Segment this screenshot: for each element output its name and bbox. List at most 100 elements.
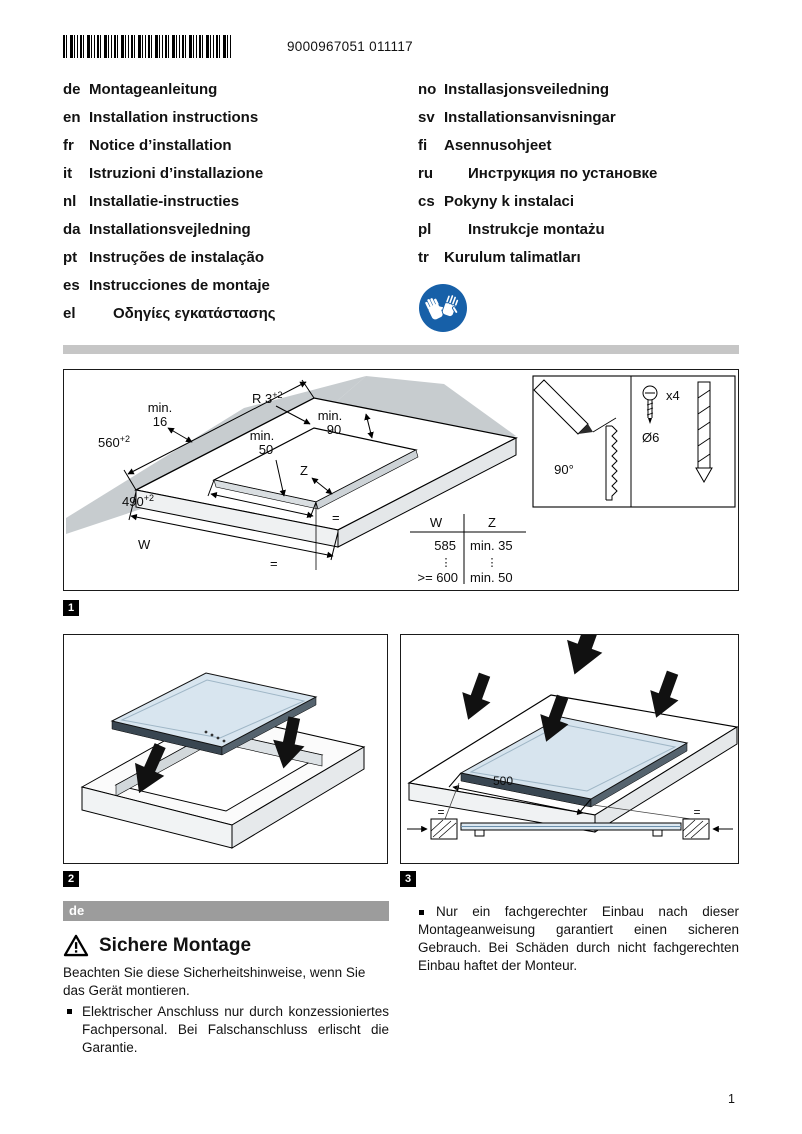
cutout-dimension-drawing: min. 16 R 3+2 min. 90 560+2 min. 50 Z 49… bbox=[66, 375, 736, 585]
language-label: Instrukcje montażu bbox=[468, 220, 605, 238]
language-label: Kurulum talimatları bbox=[444, 248, 581, 266]
equal-mark: = bbox=[332, 510, 340, 525]
language-row: pt Instruções de instalação bbox=[63, 243, 276, 271]
table-ellipsis: ⋮ bbox=[441, 557, 452, 569]
language-label: Installationsanvisningar bbox=[444, 108, 616, 126]
wz-table: W Z 585 min. 35 ⋮ ⋮ >= 600 min. 50 bbox=[410, 514, 526, 585]
table-header-z: Z bbox=[488, 515, 496, 530]
pencil-icon bbox=[533, 379, 617, 435]
dimension-lines bbox=[123, 379, 374, 561]
table-cell: min. 50 bbox=[470, 570, 513, 585]
language-code: ru bbox=[418, 164, 433, 182]
table-cell: min. 35 bbox=[470, 538, 513, 553]
dim-label-min50: min. bbox=[250, 428, 275, 443]
dim-label-500: 500 bbox=[493, 774, 513, 788]
table-header-w: W bbox=[430, 515, 443, 530]
warning-triangle-icon bbox=[63, 934, 89, 957]
dim-label-min16: 16 bbox=[153, 414, 167, 429]
section-heading: Sichere Montage bbox=[99, 934, 252, 956]
section-heading-row: Sichere Montage bbox=[63, 934, 389, 957]
bullet-square-icon bbox=[67, 1008, 72, 1014]
bullet-text: Nur ein fachgerechter Einbau nach dieser… bbox=[418, 904, 739, 973]
adjacent-cabinet-hatch bbox=[682, 818, 710, 840]
instructions-left-column: Sichere Montage Beachten Sie diese Siche… bbox=[63, 934, 389, 1057]
language-label: Installasjonsveiledning bbox=[444, 80, 610, 98]
language-label: Istruzioni d’installazione bbox=[89, 164, 264, 182]
down-arrow-icon bbox=[567, 635, 603, 675]
bullet-text: Elektrischer Anschluss nur durch konzess… bbox=[82, 1003, 389, 1055]
language-code: it bbox=[63, 164, 73, 182]
bullet-item: Elektrischer Anschluss nur durch konzess… bbox=[63, 1003, 389, 1057]
document-number: 9000967051 011117 bbox=[287, 39, 413, 54]
figure-badge-1: 1 bbox=[63, 600, 79, 616]
language-code: no bbox=[418, 80, 437, 98]
hob-insertion-drawing bbox=[80, 672, 366, 849]
down-arrow-icon bbox=[650, 670, 679, 718]
down-arrow-icon bbox=[135, 743, 166, 794]
figure-badge-3: 3 bbox=[400, 871, 416, 887]
language-code: fr bbox=[63, 136, 74, 154]
bullet-item: Nur ein fachgerechter Einbau nach dieser… bbox=[418, 903, 739, 975]
language-label: Instruções de instalação bbox=[89, 248, 265, 266]
language-list-right: no Installasjonsveiledning sv Installation… bbox=[418, 75, 657, 271]
table-cell: >= 600 bbox=[418, 570, 459, 585]
page-number: 1 bbox=[728, 1092, 735, 1106]
language-label: Οδηγίες εγκατάστασης bbox=[113, 304, 276, 322]
language-code: tr bbox=[418, 248, 429, 266]
language-code: cs bbox=[418, 192, 435, 210]
wall-shading bbox=[336, 376, 516, 442]
dim-label-w: W bbox=[138, 537, 151, 552]
language-list-left: de Montageanleitung en Installation instru… bbox=[63, 75, 276, 327]
language-label: Montageanleitung bbox=[89, 80, 218, 98]
language-label: Installatie-instructies bbox=[89, 192, 240, 210]
dim-label-min16: min. bbox=[148, 400, 173, 415]
language-row: el Οδηγίες εγκατάστασης bbox=[63, 299, 276, 327]
language-row: da Installationsvejledning bbox=[63, 215, 276, 243]
down-arrow-icon bbox=[273, 716, 305, 769]
language-label: Installationsvejledning bbox=[89, 220, 251, 238]
down-arrow-icon bbox=[540, 694, 569, 742]
intro-paragraph: Beachten Sie diese Sicherheitshinweise, … bbox=[63, 965, 366, 998]
language-row: tr Kurulum talimatları bbox=[418, 243, 657, 271]
language-label: Instrucciones de montaje bbox=[89, 276, 270, 294]
language-code: sv bbox=[418, 108, 435, 126]
language-row: en Installation instructions bbox=[63, 103, 276, 131]
barcode bbox=[63, 35, 233, 58]
figure-1-cutout-dimensions: min. 16 R 3+2 min. 90 560+2 min. 50 Z 49… bbox=[63, 369, 739, 591]
language-code: de bbox=[63, 80, 81, 98]
language-label: Installation instructions bbox=[89, 108, 259, 126]
language-code: el bbox=[63, 304, 76, 322]
language-code: pt bbox=[63, 248, 78, 266]
language-row: es Instrucciones de montaje bbox=[63, 271, 276, 299]
language-label: Инструкция по установке bbox=[468, 164, 658, 182]
figure-3-press-hob: 500 bbox=[400, 634, 739, 864]
hob-fixing-drawing: 500 bbox=[407, 635, 738, 840]
language-section-tag: de bbox=[63, 901, 389, 921]
dim-label-560: 560+2 bbox=[98, 434, 130, 450]
language-code: en bbox=[63, 108, 81, 126]
language-code: nl bbox=[63, 192, 77, 210]
down-arrow-icon bbox=[462, 672, 491, 720]
language-code: da bbox=[63, 220, 81, 238]
language-label: Pokyny k instalaci bbox=[444, 192, 575, 210]
table-ellipsis: ⋮ bbox=[487, 557, 498, 569]
saw-blade-icon bbox=[605, 425, 618, 501]
drill-bit-icon bbox=[695, 381, 713, 484]
dim-label-min90: min. bbox=[318, 408, 343, 423]
cross-section-detail: = = bbox=[407, 805, 733, 840]
table-cell: 585 bbox=[434, 538, 456, 553]
dim-label-min50: 50 bbox=[259, 442, 273, 457]
dim-label-z: Z bbox=[300, 463, 308, 478]
language-code: es bbox=[63, 276, 80, 294]
language-row: cs Pokyny k instalaci bbox=[418, 187, 657, 215]
equal-mark: = bbox=[437, 805, 444, 819]
hob bbox=[110, 672, 318, 756]
section-divider bbox=[63, 345, 739, 354]
instructions-right-column: Nur ein fachgerechter Einbau nach dieser… bbox=[418, 903, 739, 975]
dim-label-min90: 90 bbox=[327, 422, 341, 437]
language-row: no Installasjonsveiledning bbox=[418, 75, 657, 103]
